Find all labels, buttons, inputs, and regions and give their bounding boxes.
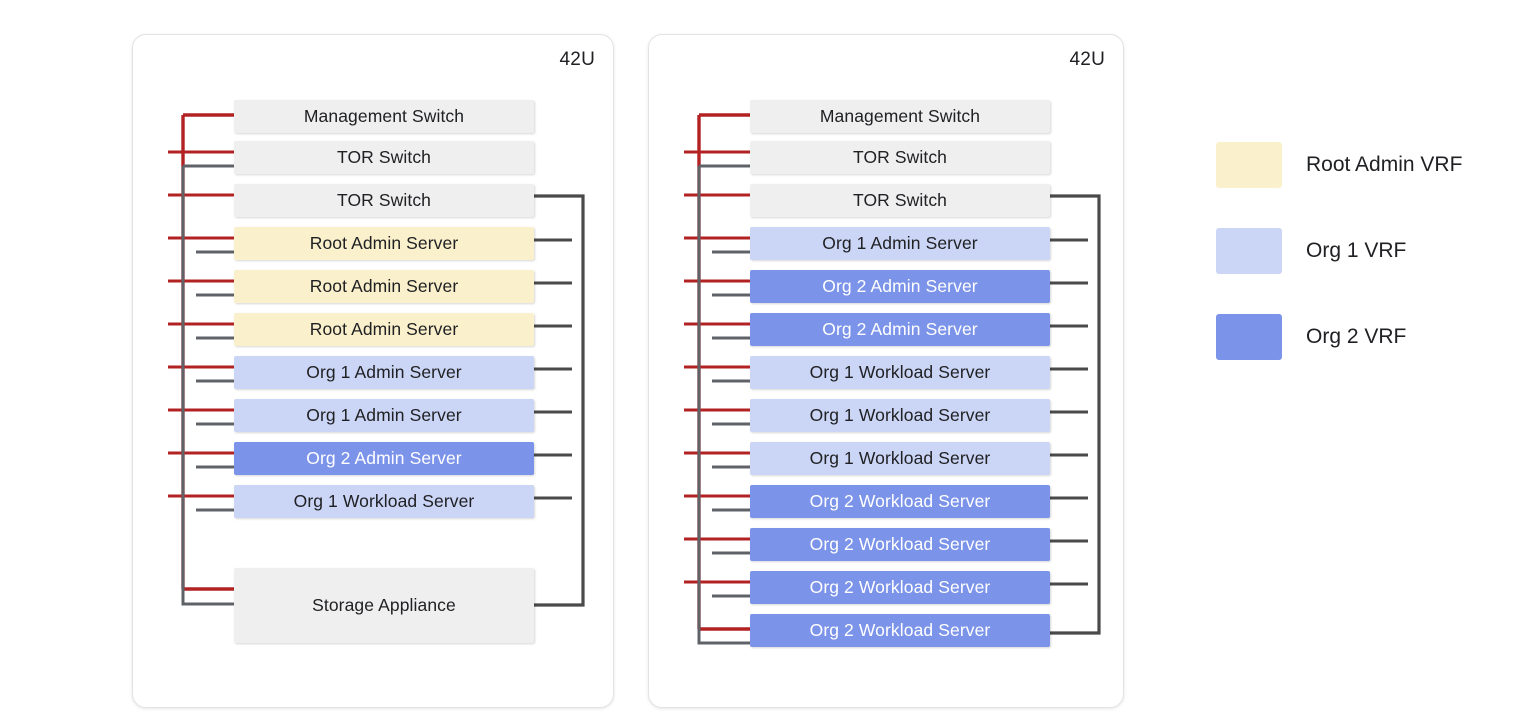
legend-item-root-admin-vrf: Root Admin VRF [1216, 142, 1506, 188]
device-rack-right-10[interactable]: Org 2 Workload Server [750, 528, 1050, 561]
legend-swatch-org1-vrf [1216, 228, 1282, 274]
device-rack-left-0[interactable]: Management Switch [234, 100, 534, 133]
device-rack-right-4[interactable]: Org 2 Admin Server [750, 270, 1050, 303]
device-rack-left-3[interactable]: Root Admin Server [234, 227, 534, 260]
device-rack-left-7[interactable]: Org 1 Admin Server [234, 399, 534, 432]
device-rack-left-9[interactable]: Org 1 Workload Server [234, 485, 534, 518]
device-rack-right-8[interactable]: Org 1 Workload Server [750, 442, 1050, 475]
device-rack-left-8[interactable]: Org 2 Admin Server [234, 442, 534, 475]
legend-label-org1-vrf: Org 1 VRF [1306, 239, 1407, 262]
device-rack-right-11[interactable]: Org 2 Workload Server [750, 571, 1050, 604]
legend-label-root-admin-vrf: Root Admin VRF [1306, 153, 1463, 176]
device-rack-right-0[interactable]: Management Switch [750, 100, 1050, 133]
rack-left-capacity-label: 42U [559, 49, 595, 70]
device-rack-left-5[interactable]: Root Admin Server [234, 313, 534, 346]
device-rack-left-2[interactable]: TOR Switch [234, 184, 534, 217]
device-rack-right-5[interactable]: Org 2 Admin Server [750, 313, 1050, 346]
device-rack-left-6[interactable]: Org 1 Admin Server [234, 356, 534, 389]
legend: Root Admin VRF Org 1 VRF Org 2 VRF [1216, 142, 1506, 360]
legend-item-org2-vrf: Org 2 VRF [1216, 314, 1506, 360]
legend-label-org2-vrf: Org 2 VRF [1306, 325, 1407, 348]
device-rack-left-10[interactable]: Storage Appliance [234, 568, 534, 643]
legend-swatch-org2-vrf [1216, 314, 1282, 360]
device-rack-right-7[interactable]: Org 1 Workload Server [750, 399, 1050, 432]
device-rack-right-9[interactable]: Org 2 Workload Server [750, 485, 1050, 518]
device-rack-left-4[interactable]: Root Admin Server [234, 270, 534, 303]
legend-item-org1-vrf: Org 1 VRF [1216, 228, 1506, 274]
device-rack-right-6[interactable]: Org 1 Workload Server [750, 356, 1050, 389]
rack-right-capacity-label: 42U [1069, 49, 1105, 70]
device-rack-right-12[interactable]: Org 2 Workload Server [750, 614, 1050, 647]
legend-swatch-root-admin-vrf [1216, 142, 1282, 188]
device-rack-right-1[interactable]: TOR Switch [750, 141, 1050, 174]
device-rack-right-2[interactable]: TOR Switch [750, 184, 1050, 217]
device-rack-left-1[interactable]: TOR Switch [234, 141, 534, 174]
device-rack-right-3[interactable]: Org 1 Admin Server [750, 227, 1050, 260]
